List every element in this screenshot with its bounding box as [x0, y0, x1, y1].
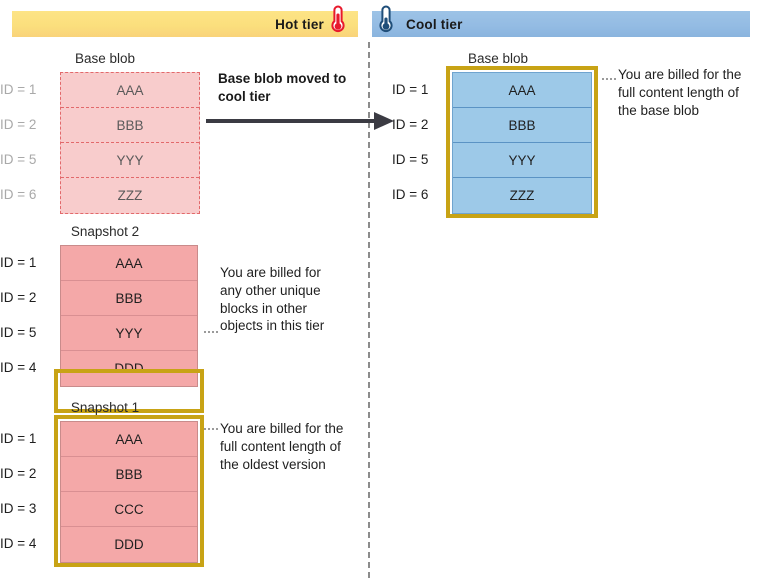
cool-base-blob-group: Base blob ID = 1 ID = 2 ID = 5 ID = 6 AA…: [392, 51, 604, 226]
id-label: ID = 5: [0, 152, 37, 167]
id-label: ID = 4: [0, 360, 37, 375]
id-label: ID = 6: [0, 187, 37, 202]
id-label: ID = 2: [0, 466, 37, 481]
blob-row: CCC: [61, 492, 197, 527]
snapshot2-leader-line: [204, 331, 218, 333]
blob-row: ZZZ: [117, 188, 143, 203]
blob-row: BBB: [61, 281, 197, 316]
transition-arrow: [206, 112, 402, 130]
snapshot2-box: AAA BBB YYY DDD: [60, 245, 198, 387]
cool-tier-label: Cool tier: [406, 16, 463, 32]
hot-tier-label: Hot tier: [275, 16, 324, 32]
blob-row: AAA: [61, 422, 197, 457]
snapshot2-group: Snapshot 2 ID = 1 ID = 2 ID = 5 ID = 4 A…: [0, 224, 210, 413]
snapshot1-id-column: ID = 1 ID = 2 ID = 3 ID = 4: [0, 421, 56, 561]
snapshot2-billed-block-highlight: [54, 369, 204, 413]
blob-row: YYY: [61, 316, 197, 351]
thermometer-hot-icon: [327, 4, 349, 34]
snapshot1-box: AAA BBB CCC DDD: [60, 421, 198, 563]
hot-base-blob-box: AAA BBB YYY ZZZ: [60, 72, 200, 214]
id-label: ID = 1: [0, 82, 37, 97]
snapshot2-id-column: ID = 1 ID = 2 ID = 5 ID = 4: [0, 245, 56, 385]
cool-base-blob-leader-line: [602, 78, 616, 80]
cool-base-blob-annotation: You are billed for the full content leng…: [618, 67, 742, 118]
blob-row: BBB: [61, 108, 199, 143]
id-label: ID = 1: [0, 431, 37, 446]
hot-base-blob-title: Base blob: [74, 51, 136, 66]
id-label: ID = 5: [392, 152, 429, 167]
snapshot1-title: Snapshot 1: [70, 400, 140, 415]
cool-base-blob-title: Base blob: [467, 51, 529, 66]
snapshot2-annotation: You are billed for any other unique bloc…: [220, 265, 325, 334]
id-label: ID = 1: [0, 255, 37, 270]
blob-row: DDD: [114, 537, 144, 552]
id-label: ID = 4: [0, 536, 37, 551]
blob-row: AAA: [61, 246, 197, 281]
cool-base-blob-id-column: ID = 1 ID = 2 ID = 5 ID = 6: [392, 72, 448, 212]
transition-caption: Base blob moved to cool tier: [218, 71, 347, 105]
blob-row: YYY: [61, 143, 199, 178]
blob-row: YYY: [453, 143, 591, 178]
cool-base-blob-box: AAA BBB YYY ZZZ: [452, 72, 592, 214]
id-label: ID = 2: [0, 117, 37, 132]
id-label: ID = 2: [392, 117, 429, 132]
id-label: ID = 3: [0, 501, 37, 516]
snapshot2-title: Snapshot 2: [70, 224, 140, 239]
id-label: ID = 6: [392, 187, 429, 202]
blob-row: AAA: [453, 73, 591, 108]
cool-base-blob-billed-highlight: [446, 66, 598, 218]
arrow-line: [206, 119, 378, 123]
hot-base-blob-id-column: ID = 1 ID = 2 ID = 5 ID = 6: [0, 72, 56, 212]
hot-base-blob-group: Base blob ID = 1 ID = 2 ID = 5 ID = 6 AA…: [0, 51, 210, 221]
blob-row: ZZZ: [509, 188, 535, 203]
blob-row: BBB: [453, 108, 591, 143]
blob-row: BBB: [61, 457, 197, 492]
tier-divider: [368, 42, 370, 578]
thermometer-cool-icon: [375, 4, 397, 34]
snapshot1-leader-line: [204, 428, 218, 430]
id-label: ID = 5: [0, 325, 37, 340]
id-label: ID = 1: [392, 82, 429, 97]
cool-tier-header-bar: Cool tier: [372, 11, 750, 37]
arrow-head-icon: [374, 112, 394, 130]
snapshot1-billed-highlight: [54, 415, 204, 567]
hot-tier-header-bar: Hot tier: [12, 11, 358, 37]
blob-row: AAA: [61, 73, 199, 108]
id-label: ID = 2: [0, 290, 37, 305]
snapshot1-group: Snapshot 1 ID = 1 ID = 2 ID = 3 ID = 4 A…: [0, 400, 210, 575]
snapshot1-annotation: You are billed for the full content leng…: [220, 421, 344, 472]
